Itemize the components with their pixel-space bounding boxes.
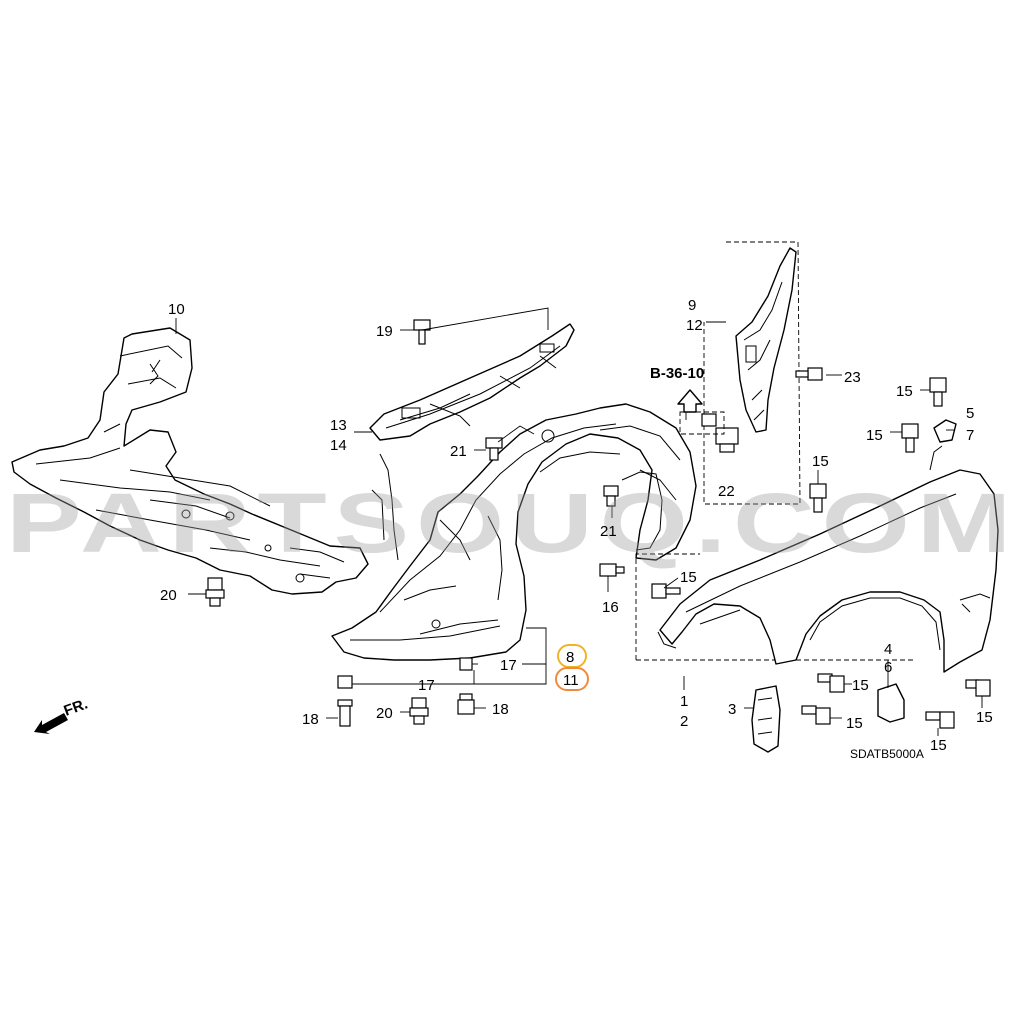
bolt-15d-icon xyxy=(651,583,681,599)
label-9[interactable]: 9 xyxy=(688,297,696,314)
label-18-left[interactable]: 18 xyxy=(302,711,319,728)
label-10[interactable]: 10 xyxy=(168,301,185,318)
label-7[interactable]: 7 xyxy=(966,427,974,444)
label-20-left[interactable]: 20 xyxy=(160,587,177,604)
label-18-right[interactable]: 18 xyxy=(492,701,509,718)
bolt-15f-icon xyxy=(801,705,831,725)
label-15-h[interactable]: 15 xyxy=(976,709,993,726)
label-1[interactable]: 1 xyxy=(680,693,688,710)
label-15-a[interactable]: 15 xyxy=(896,383,913,400)
label-12[interactable]: 12 xyxy=(686,317,703,334)
nut-17a-icon xyxy=(459,657,473,671)
front-direction-label: FR. xyxy=(62,696,91,720)
rail-cover-part xyxy=(369,323,575,441)
highlight-8[interactable]: 8 xyxy=(557,644,587,668)
nut-17b-icon xyxy=(337,675,353,689)
label-22[interactable]: 22 xyxy=(718,483,735,500)
label-15-d[interactable]: 15 xyxy=(680,569,697,586)
fender-bracket-part xyxy=(703,241,801,505)
clip-19-icon xyxy=(413,319,431,345)
undercover-part xyxy=(11,327,369,595)
label-16[interactable]: 16 xyxy=(602,599,619,616)
clip-20a-icon xyxy=(205,577,225,607)
label-13[interactable]: 13 xyxy=(330,417,347,434)
fasteners xyxy=(205,319,991,729)
front-fender-part xyxy=(635,445,999,673)
label-4[interactable]: 4 xyxy=(884,641,892,658)
front-direction-arrow-icon xyxy=(34,713,68,734)
clip-20b-icon xyxy=(409,697,429,725)
watermark: PARTSOUQ.COM xyxy=(6,476,1018,570)
label-23[interactable]: 23 xyxy=(844,369,861,386)
label-15-e[interactable]: 15 xyxy=(852,677,869,694)
label-3[interactable]: 3 xyxy=(728,701,736,718)
label-5[interactable]: 5 xyxy=(966,405,974,422)
highlight-11-outline xyxy=(555,667,589,691)
bolt-23-icon xyxy=(795,367,823,381)
label-17-right[interactable]: 17 xyxy=(500,657,517,674)
screw-18a-icon xyxy=(337,699,353,727)
reference-label[interactable]: B-36-10 xyxy=(650,365,704,382)
reference-arrow-icon xyxy=(677,389,703,413)
screw-18b-icon xyxy=(457,693,475,715)
bolt-15e-icon xyxy=(817,673,845,693)
diagram-code: SDATB5000A xyxy=(850,747,924,761)
leader-lines xyxy=(175,307,983,736)
inner-fender-part xyxy=(331,403,697,661)
clip-ref-icon xyxy=(701,413,717,427)
bolt-15g-icon xyxy=(925,711,955,729)
label-15-f[interactable]: 15 xyxy=(846,715,863,732)
highlight-11[interactable]: 11 xyxy=(555,667,589,691)
label-15-b[interactable]: 15 xyxy=(866,427,883,444)
label-21-lower[interactable]: 21 xyxy=(600,523,617,540)
part-labels: 10 19 13 14 21 21 9 12 23 B-36-10 22 15 … xyxy=(160,297,993,761)
label-17-left[interactable]: 17 xyxy=(418,677,435,694)
label-19[interactable]: 19 xyxy=(376,323,393,340)
clip-21a-icon xyxy=(485,437,503,461)
bolt-15a-icon xyxy=(929,377,947,407)
label-20-lower[interactable]: 20 xyxy=(376,705,393,722)
bolt-15h-icon xyxy=(965,679,991,697)
label-14[interactable]: 14 xyxy=(330,437,347,454)
bolt-15c-icon xyxy=(809,483,827,513)
label-2[interactable]: 2 xyxy=(680,713,688,730)
grommet-22-icon xyxy=(715,427,739,453)
label-8[interactable]: 8 xyxy=(566,649,574,666)
label-21-upper[interactable]: 21 xyxy=(450,443,467,460)
clip-21b-icon xyxy=(603,485,619,507)
clip-16-icon xyxy=(599,563,625,577)
bracket-4-part xyxy=(877,683,905,723)
bolt-15b-icon xyxy=(901,423,919,453)
label-6[interactable]: 6 xyxy=(884,659,892,676)
clip-5-part xyxy=(933,419,957,443)
label-15-g[interactable]: 15 xyxy=(930,737,947,754)
label-15-c[interactable]: 15 xyxy=(812,453,829,470)
label-11[interactable]: 11 xyxy=(563,672,579,689)
bracket-3-part xyxy=(751,685,781,753)
